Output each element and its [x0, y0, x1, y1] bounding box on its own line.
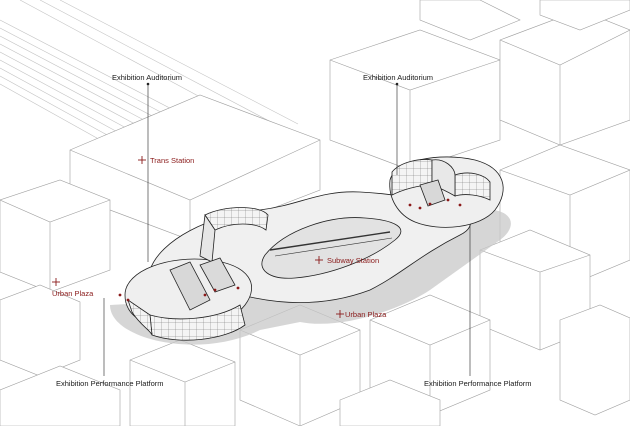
- location-markers: [52, 156, 344, 318]
- leader-dots: [146, 82, 399, 86]
- left-tower-curve: [204, 207, 269, 231]
- left-ring-facade: [149, 304, 246, 341]
- label-urban-plaza-bottom: Urban Plaza: [345, 310, 387, 319]
- marker-trans-station: [138, 156, 146, 164]
- label-auditorium-left: Exhibition Auditorium: [112, 73, 182, 82]
- label-platform-left: Exhibition Performance Platform: [56, 379, 164, 388]
- marker-subway-station: [315, 256, 323, 264]
- label-urban-plaza-left: Urban Plaza: [52, 289, 94, 298]
- label-subway-station: Subway Station: [327, 256, 379, 265]
- roof-void: [261, 217, 402, 279]
- leader-lines: [103, 84, 471, 376]
- label-platform-right: Exhibition Performance Platform: [424, 379, 532, 388]
- right-ring-facade-b: [454, 172, 491, 201]
- main-building: [124, 156, 504, 341]
- block-top-right: [329, 29, 501, 171]
- label-auditorium-right: Exhibition Auditorium: [363, 73, 433, 82]
- marker-urban-plaza-bottom: [336, 310, 344, 318]
- marker-urban-plaza-left: [52, 278, 60, 286]
- label-trans-station: Trans Station: [150, 156, 194, 165]
- occupancy-dots: [118, 198, 462, 302]
